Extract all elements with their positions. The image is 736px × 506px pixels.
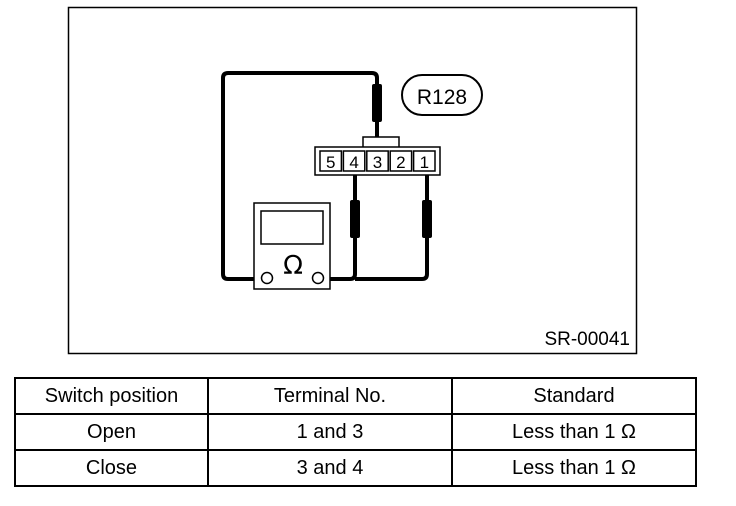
connector-pin-number: 2	[396, 153, 405, 172]
table-row: Close 3 and 4 Less than 1 Ω	[14, 449, 697, 487]
cell-terminal-no: 1 and 3	[207, 413, 453, 451]
connector-pin-number: 5	[326, 153, 335, 172]
wire-terminal-1	[355, 172, 429, 281]
header-switch-position: Switch position	[14, 377, 209, 415]
ohmmeter-right-terminal	[311, 271, 325, 285]
ohmmeter: Ω	[253, 202, 331, 290]
connector-pin-number: 3	[373, 153, 382, 172]
wire-terminal-4	[323, 172, 357, 281]
cell-standard: Less than 1 Ω	[451, 449, 697, 487]
probe-terminal-3	[372, 84, 382, 122]
ohm-symbol: Ω	[283, 251, 303, 281]
cell-terminal-no: 3 and 4	[207, 449, 453, 487]
spec-table: Switch position Terminal No. Standard Op…	[14, 377, 697, 487]
cell-switch-position: Close	[14, 449, 209, 487]
ohmmeter-display	[260, 210, 324, 245]
connector-pin-cell	[319, 150, 343, 172]
connector-pin-cell	[389, 150, 413, 172]
connector-pin-number: 1	[420, 153, 429, 172]
wire-terminal-3	[221, 71, 379, 281]
probe-terminal-1	[422, 200, 432, 238]
figure-frame	[67, 6, 638, 355]
cell-switch-position: Open	[14, 413, 209, 451]
header-standard: Standard	[451, 377, 697, 415]
cell-standard: Less than 1 Ω	[451, 413, 697, 451]
table-header-row: Switch position Terminal No. Standard	[14, 377, 697, 415]
connector-pin-cell	[366, 150, 389, 172]
figure-code: SR-00041	[544, 329, 630, 350]
ohmmeter-left-terminal	[260, 271, 274, 285]
connector-pin-cell	[412, 150, 436, 172]
connector-label: R128	[417, 86, 467, 109]
connector-pin-cell	[342, 150, 366, 172]
header-terminal-no: Terminal No.	[207, 377, 453, 415]
probe-terminal-4	[350, 200, 360, 238]
connector-pin-number: 4	[349, 153, 358, 172]
connector-label-badge: R128	[401, 74, 483, 116]
table-row: Open 1 and 3 Less than 1 Ω	[14, 413, 697, 451]
